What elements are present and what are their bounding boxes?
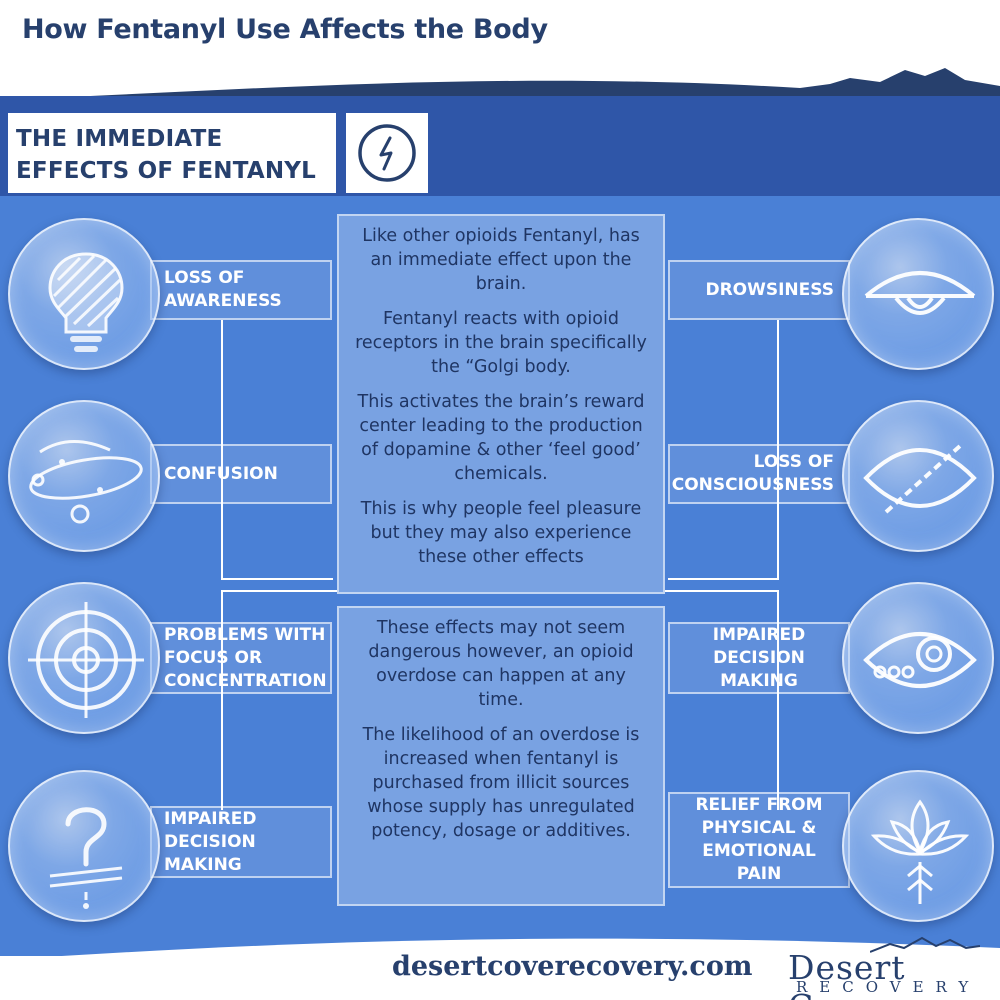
- section-title-line1: THE IMMEDIATE: [16, 126, 223, 152]
- brand-logo-subtitle: RECOVERY: [796, 978, 981, 996]
- explanation-paragraph: The likelihood of an overdose is increas…: [362, 725, 640, 841]
- connector-line: [221, 590, 223, 810]
- explanation-paragraph: Like other opioids Fentanyl, has an imme…: [362, 226, 640, 294]
- effect-label-drowsiness: DROWSINESS: [668, 260, 850, 320]
- drowsy-eye-icon: [842, 218, 994, 370]
- connector-line: [221, 590, 337, 592]
- lightning-bolt-icon: [358, 124, 416, 182]
- explanation-box-top: Like other opioids Fentanyl, has an imme…: [337, 214, 665, 594]
- explanation-paragraph: This activates the brain’s reward center…: [357, 392, 645, 484]
- section-title-line2: EFFECTS OF FENTANYL: [16, 158, 316, 184]
- connector-line: [221, 578, 333, 580]
- section-title: THE IMMEDIATE EFFECTS OF FENTANYL: [8, 113, 336, 193]
- connector-line: [665, 590, 779, 592]
- lightbulb-icon: [8, 218, 160, 370]
- lotus-icon: [842, 770, 994, 922]
- section-icon-box: [346, 113, 428, 193]
- explanation-paragraph: This is why people feel pleasure but the…: [360, 499, 642, 567]
- target-icon: [8, 582, 160, 734]
- brand-mountain-icon: [870, 936, 980, 953]
- header: How Fentanyl Use Affects the Body: [0, 0, 1000, 100]
- effect-label-confusion: CONFUSION: [150, 444, 332, 504]
- orbit-icon: [8, 400, 160, 552]
- connector-line: [668, 578, 779, 580]
- explanation-paragraph: These effects may not seem dangerous how…: [368, 618, 634, 710]
- footer-wave: [0, 938, 1000, 1000]
- explanation-paragraph: Fentanyl reacts with opioid receptors in…: [355, 309, 647, 377]
- closed-eye-icon: [842, 400, 994, 552]
- question-mark-icon: [8, 770, 160, 922]
- eye-icon: [842, 582, 994, 734]
- connector-line: [777, 320, 779, 580]
- connector-line: [777, 590, 779, 810]
- website-url[interactable]: desertcoverecovery.com: [392, 951, 753, 982]
- page-title: How Fentanyl Use Affects the Body: [22, 14, 548, 45]
- brand-logo-name: Desert Cove: [788, 948, 906, 1000]
- connector-line: [221, 320, 223, 580]
- content-panel: [0, 96, 1000, 956]
- explanation-box-bottom: These effects may not seem dangerous how…: [337, 606, 665, 906]
